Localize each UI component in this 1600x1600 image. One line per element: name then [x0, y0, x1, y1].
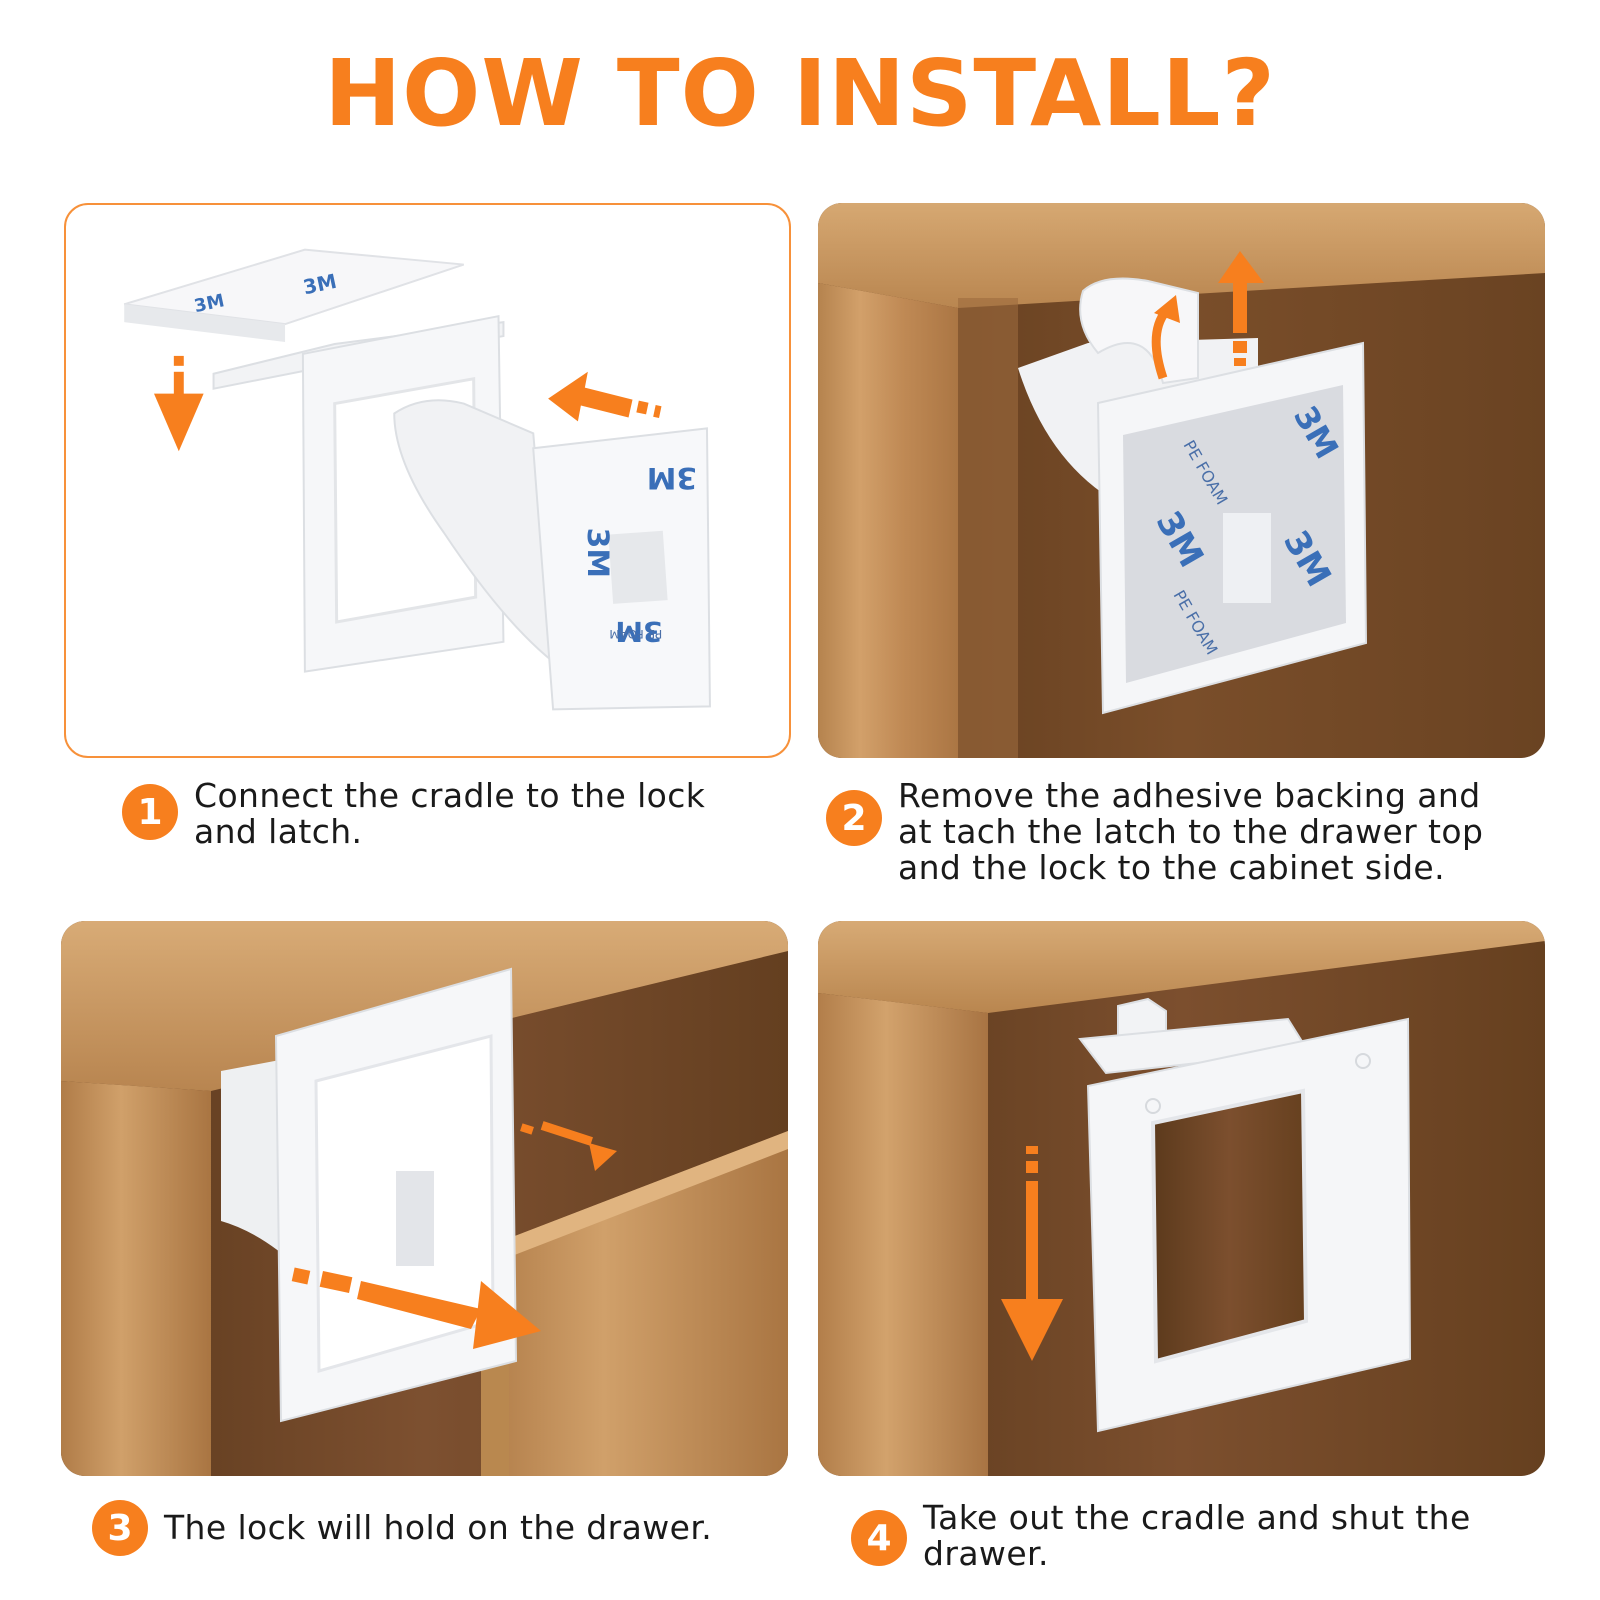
page-title: HOW TO INSTALL?	[324, 40, 1276, 147]
step-3-illustration	[61, 921, 788, 1476]
step-number-badge: 3	[92, 1500, 148, 1556]
arrow-left-icon	[548, 371, 662, 422]
step-caption: The lock will hold on the drawer.	[164, 1508, 713, 1547]
lock-body: 3M 3M 3M PE FOAM PE FOAM	[1018, 338, 1368, 715]
step-number-badge: 1	[122, 784, 178, 840]
step-1: 1 Connect the cradle to the lock and lat…	[122, 778, 705, 850]
cradle-frame	[1078, 997, 1412, 1433]
arrow-down-icon	[1001, 1146, 1063, 1361]
svg-text:PE FOAM: PE FOAM	[609, 627, 662, 641]
arrow-down-icon	[153, 355, 204, 452]
step-number-badge: 4	[851, 1510, 907, 1566]
step-1-illustration: 3M 3M 3M 3M 3M PE FOAM	[64, 203, 791, 758]
step-caption: Remove the adhesive backing and at tach …	[898, 776, 1484, 887]
adhesive-pad: 3M 3M	[123, 248, 465, 343]
step-caption: Connect the cradle to the lock and latch…	[194, 776, 706, 851]
cabinet-top	[818, 203, 1545, 758]
step-4-illustration	[818, 921, 1545, 1476]
step-2: 2 Remove the adhesive backing and at tac…	[826, 778, 1483, 886]
step-4: 4 Take out the cradle and shut the drawe…	[851, 1500, 1471, 1572]
arrow-right-icon	[291, 1267, 541, 1349]
arrow-up-icon	[1218, 251, 1264, 366]
step-caption: Take out the cradle and shut the drawer.	[923, 1498, 1471, 1573]
step-3: 3 The lock will hold on the drawer.	[92, 1500, 712, 1556]
curved-arrow-icon	[1151, 295, 1180, 380]
lock-body: 3M 3M 3M PE FOAM	[393, 399, 711, 711]
arrow-right-icon	[520, 1121, 617, 1171]
step-number-badge: 2	[826, 790, 882, 846]
step-2-illustration: 3M 3M 3M PE FOAM PE FOAM	[818, 203, 1545, 758]
svg-text:3M: 3M	[647, 460, 697, 495]
svg-text:3M: 3M	[580, 528, 615, 578]
svg-text:3M: 3M	[615, 615, 662, 648]
cabinet-top	[818, 921, 1545, 1476]
